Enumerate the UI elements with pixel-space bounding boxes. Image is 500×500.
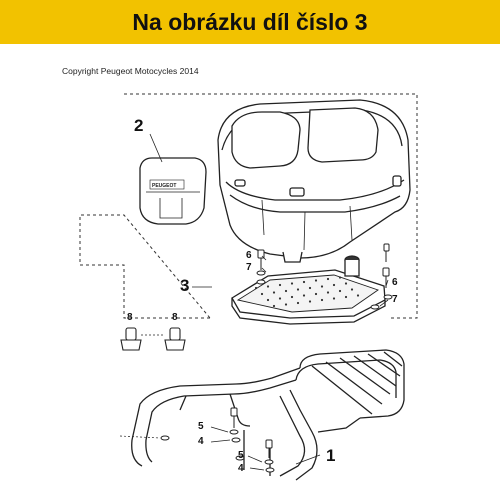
callout-part-2: 2	[134, 116, 144, 135]
backrest	[139, 157, 207, 225]
plate-dot	[272, 291, 276, 294]
plate-dot	[356, 294, 360, 297]
plate-dot	[254, 286, 258, 290]
leader-lines	[149, 133, 389, 471]
plate-dot	[308, 300, 312, 303]
plate-dot	[278, 297, 282, 300]
plate-dot	[296, 301, 300, 305]
plate-dot	[260, 292, 264, 296]
plate-dot	[290, 282, 294, 285]
top-case	[217, 99, 411, 263]
plate-dot	[350, 288, 354, 291]
rack-fasteners	[160, 407, 275, 473]
plate-dot	[338, 289, 342, 293]
plate-dot	[320, 285, 324, 288]
plate-dot	[332, 297, 336, 300]
loose-bolts	[120, 327, 186, 351]
assembly-boundary	[79, 93, 418, 319]
callout-part-1: 1	[326, 446, 336, 465]
callout-part-8-right: 8	[172, 312, 178, 323]
plate-dot	[284, 289, 288, 293]
dashed-guides	[119, 334, 165, 439]
plate-dot	[302, 280, 306, 284]
plate-dot	[344, 282, 348, 285]
plate-dot	[266, 285, 270, 288]
callout-part-5-right: 5	[238, 450, 244, 461]
callout-part-7-left: 7	[246, 262, 252, 273]
plate-dot	[344, 295, 348, 299]
rack-frame	[131, 349, 405, 481]
plate-screws	[256, 243, 393, 310]
callout-part-4-right: 4	[238, 463, 244, 474]
plate-dot	[326, 277, 330, 281]
base-plate	[231, 255, 386, 325]
callout-part-6-right: 6	[392, 277, 398, 288]
plate-dot	[308, 286, 312, 290]
plate-dot	[266, 298, 270, 302]
plate-dot	[272, 304, 276, 308]
plate-dot	[314, 292, 318, 296]
plate-dot	[338, 276, 342, 279]
plate-dot	[326, 291, 330, 294]
callout-part-8-left: 8	[127, 312, 133, 323]
callout-part-5-left: 5	[198, 421, 204, 432]
plate-dot	[320, 298, 324, 302]
title-banner: Na obrázku díl číslo 3	[0, 0, 500, 44]
plate-dot	[284, 303, 288, 306]
callout-part-7-right: 7	[392, 294, 398, 305]
base-plate-dots	[254, 276, 360, 308]
callout-part-6-left: 6	[246, 250, 252, 261]
callout-part-4-left: 4	[198, 436, 204, 447]
backrest-brand: PEUGEOT	[152, 183, 176, 189]
callout-part-3: 3	[180, 276, 190, 295]
banner-title: Na obrázku díl číslo 3	[132, 8, 368, 35]
copyright-text: Copyright Peugeot Motocycles 2014	[62, 66, 199, 76]
plate-dot	[296, 288, 300, 291]
plate-dot	[332, 283, 336, 287]
plate-dot	[278, 283, 282, 287]
plate-dot	[302, 294, 306, 297]
plate-dot	[314, 279, 318, 282]
plate-dot	[290, 295, 294, 299]
